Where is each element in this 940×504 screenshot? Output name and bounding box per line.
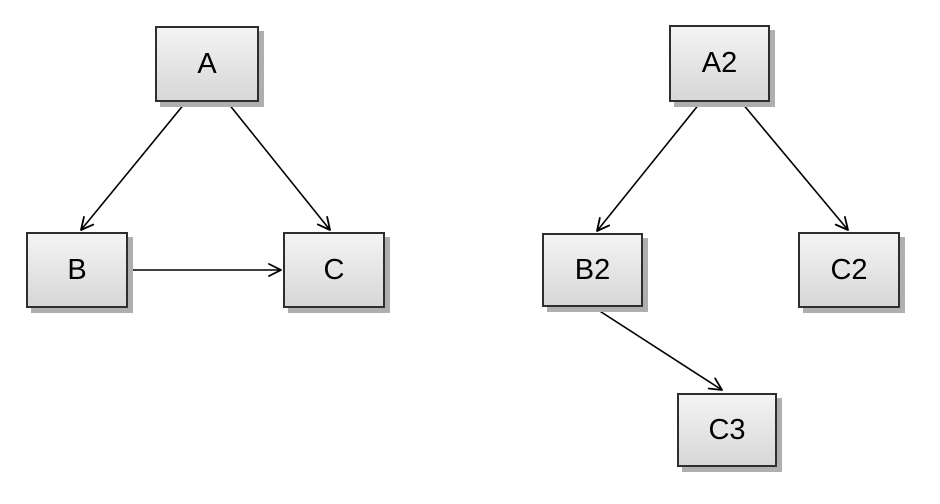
node-A[interactable]: A [155, 26, 259, 102]
node-label: C [323, 253, 345, 286]
node-A2[interactable]: A2 [669, 25, 770, 102]
node-C[interactable]: C [283, 232, 385, 308]
node-B[interactable]: B [26, 232, 128, 308]
edge-A-B [80, 102, 186, 231]
node-label: C2 [830, 253, 868, 286]
node-B2[interactable]: B2 [542, 233, 643, 307]
node-label: B [67, 253, 87, 286]
node-label: A [197, 47, 217, 80]
node-label: B2 [574, 253, 611, 286]
node-C2[interactable]: C2 [798, 232, 900, 308]
edge-A-C [227, 102, 331, 231]
node-C3[interactable]: C3 [677, 393, 777, 467]
edge-B2-C3 [594, 307, 723, 391]
node-label: C3 [708, 413, 746, 446]
node-label: A2 [701, 47, 738, 79]
edge-A2-B2 [596, 102, 701, 232]
edge-A2-C2 [741, 102, 849, 231]
